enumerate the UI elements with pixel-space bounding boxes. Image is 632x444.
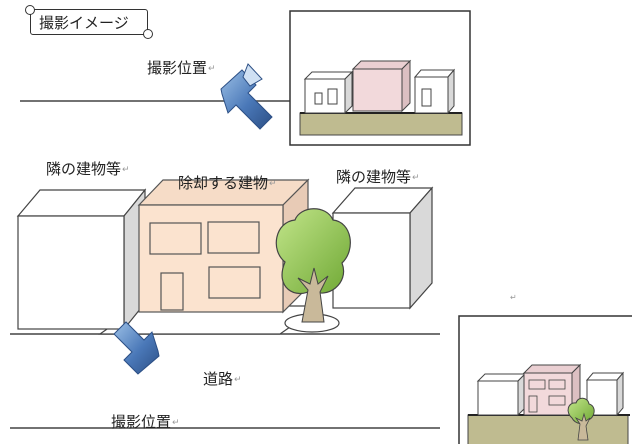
svg-text:↵: ↵ [510,293,517,302]
target-building-label: 除却する建物↵ [178,174,277,192]
diagram-title: 撮影イメージ [39,14,129,32]
camera-arrow-bottom [113,321,160,375]
target-window-2 [207,221,260,254]
shooting-position-label-top: 撮影位置↵ [147,59,216,77]
tree [275,208,351,333]
inset-photo-bottom [458,315,632,444]
target-door [160,272,184,311]
neighbor-building-label-right: 隣の建物等↵ [336,168,420,186]
neighbor-building-left [16,188,147,331]
title-scroll: 撮影イメージ [25,5,153,39]
shooting-position-label-bottom: 撮影位置↵ [111,413,180,431]
camera-arrow-top [220,63,273,130]
inset-photo-top [289,10,471,146]
target-window-1 [149,222,202,255]
neighbor-building-label-left: 隣の建物等↵ [46,160,130,178]
target-window-3 [208,266,261,299]
road-label: 道路↵ [203,370,242,388]
